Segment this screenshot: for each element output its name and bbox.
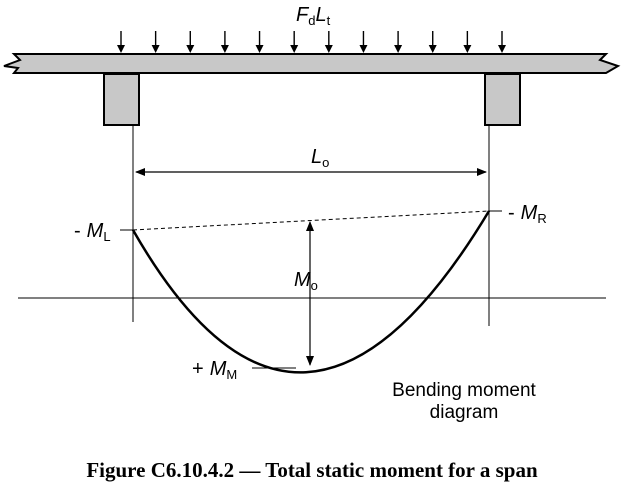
moment-diagram: FdLt Lo Mo -ML -MR +MM Bending moment di…	[3, 4, 621, 423]
left-moment-label: -ML	[74, 220, 111, 244]
right-support	[484, 73, 521, 126]
left-support	[103, 73, 140, 126]
static-moment-label: Mo	[294, 269, 318, 293]
load-arrow-head	[463, 45, 472, 53]
load-arrow-head	[428, 45, 437, 53]
load-arrow-head	[290, 45, 299, 53]
midspan-moment-label: +MM	[192, 358, 237, 382]
right-moment-label: -MR	[508, 202, 547, 226]
load-arrow-head	[394, 45, 403, 53]
slab	[3, 53, 621, 74]
bending-moment-curve	[131, 210, 491, 374]
load-label: FdLt	[296, 4, 331, 28]
diagram-note-line2: diagram	[430, 402, 499, 423]
load-arrow-head	[151, 45, 160, 53]
load-arrow-head	[220, 45, 229, 53]
span-label: Lo	[311, 146, 329, 170]
load-arrow-head	[359, 45, 368, 53]
load-arrow-head	[186, 45, 195, 53]
load-arrow-head	[117, 45, 125, 53]
end-moment-dashed-line	[132, 210, 490, 231]
load-arrow-head	[498, 45, 506, 53]
load-arrow-head	[255, 45, 264, 53]
figure-caption: Figure C6.10.4.2 — Total static moment f…	[86, 458, 538, 482]
load-arrows	[117, 31, 506, 53]
diagram-note-line1: Bending moment	[392, 380, 536, 401]
load-arrow-head	[324, 45, 333, 53]
